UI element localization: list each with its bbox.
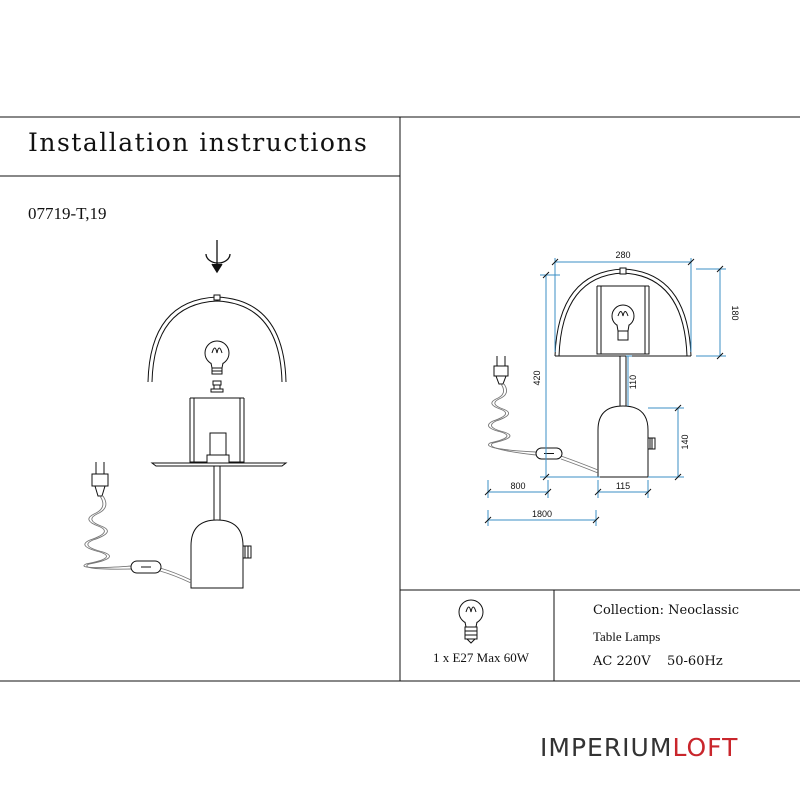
plug-icon-left [91,462,109,497]
dim-total-height: 420 [532,370,542,385]
dim-stem-height: 110 [628,375,638,389]
frame-exploded [189,397,245,464]
voltage-label: AC 220V [593,654,651,669]
dim-base-height: 140 [680,434,690,449]
frequency-label: 50-60Hz [667,654,723,669]
collection-label: Collection: Neoclassic [593,603,740,618]
dim-shade-width: 280 [615,250,630,260]
page-title: Installation instructions [28,128,369,157]
brand-part-imperium: IMPERIUM [540,733,673,762]
dim-base-width: 115 [616,481,630,491]
dim-cord-total: 1800 [532,509,552,519]
disc-exploded [150,462,288,467]
dimension-ticks [484,258,724,524]
stem-and-base [190,465,252,589]
plug-icon-right [493,356,509,385]
shade-exploded [147,294,287,383]
model-number: 07719-T,19 [28,204,107,223]
inline-switch-left [130,560,162,574]
brand-logo: IMPERIUMLOFT [540,733,738,762]
dim-cord-to-switch: 800 [510,481,525,491]
connector-exploded [210,380,224,393]
dim-shade-height: 180 [730,305,740,320]
bulb-icon [458,599,484,644]
stem-base-dimensioned [597,355,656,478]
inline-switch-right [535,447,563,460]
rotate-arrow-icon [205,240,231,274]
power-cord-right [488,383,599,474]
power-cord-left [83,495,192,584]
category-label: Table Lamps [593,629,661,644]
brand-part-loft: LOFT [672,733,739,762]
bulb-dimensioned [611,304,635,341]
bulb-spec: 1 x E27 Max 60W [432,650,530,665]
bulb-exploded [204,340,230,375]
